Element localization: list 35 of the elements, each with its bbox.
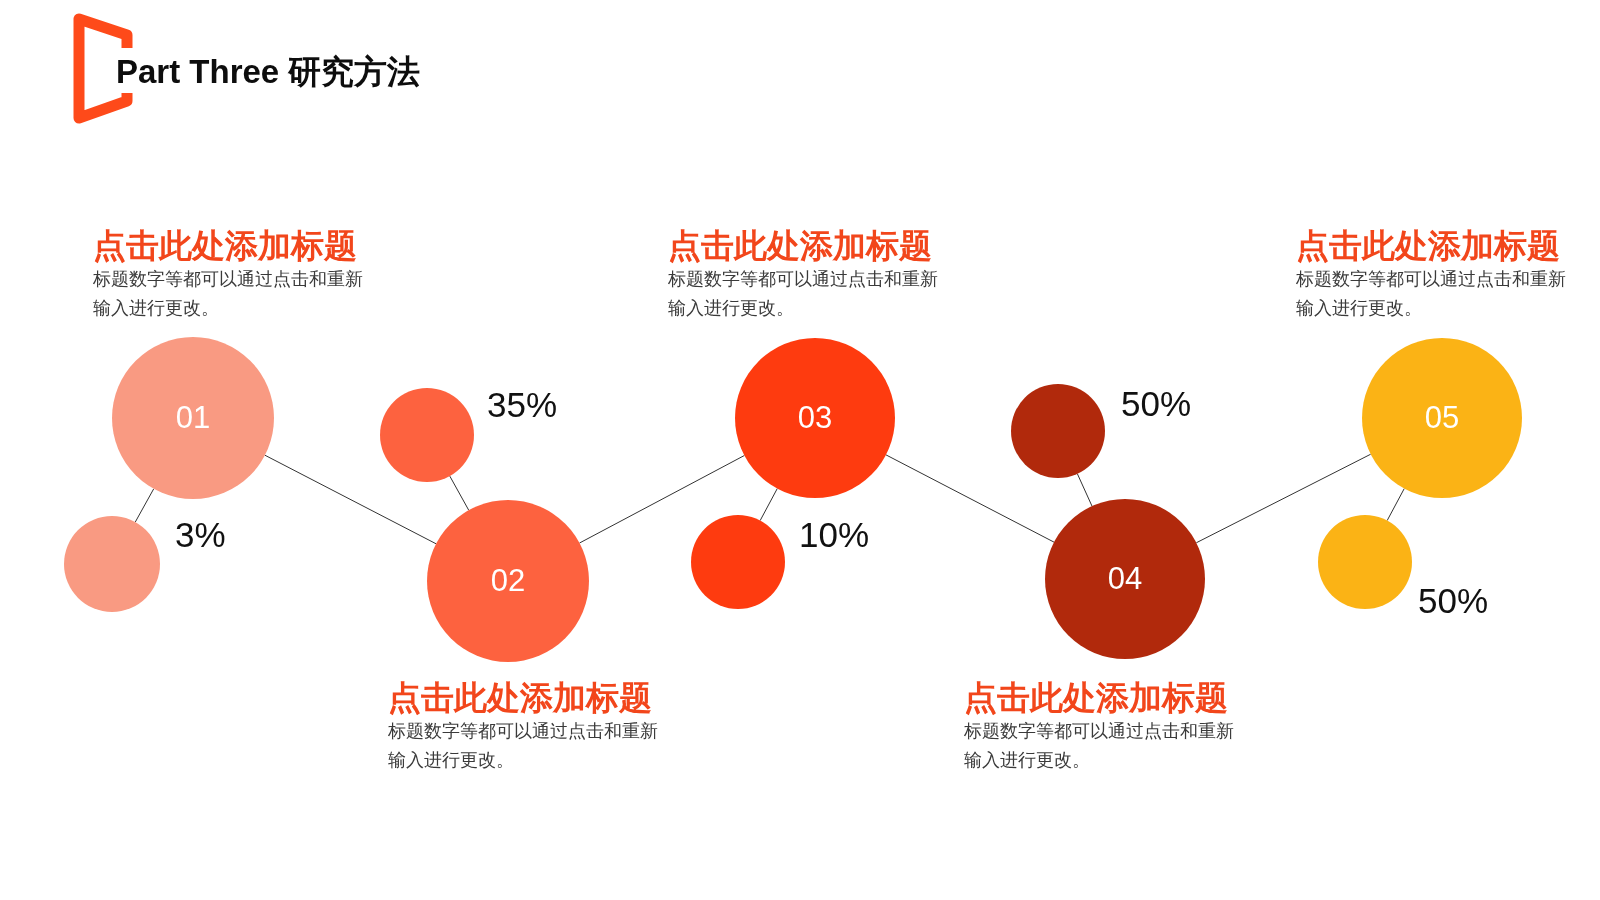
connector-line [885, 454, 1055, 543]
connector-line [1076, 473, 1093, 507]
connector-line [134, 488, 155, 523]
circle [1011, 384, 1105, 478]
percent-label: 50% [1418, 581, 1489, 621]
connector-line [759, 488, 778, 522]
connector-line [449, 475, 470, 511]
description: 标题数字等都可以通过点击和重新输入进行更改。 [1296, 267, 1567, 320]
connector-line [1195, 453, 1372, 544]
circle [1318, 515, 1412, 609]
connector-line [579, 455, 745, 544]
circle [380, 388, 474, 482]
description: 标题数字等都可以通过点击和重新输入进行更改。 [93, 267, 364, 320]
heading: 点击此处添加标题 [1296, 226, 1560, 266]
description: 标题数字等都可以通过点击和重新输入进行更改。 [388, 719, 659, 772]
heading: 点击此处添加标题 [388, 678, 652, 718]
heading: 点击此处添加标题 [93, 226, 357, 266]
percent-label: 3% [175, 515, 226, 555]
number-circle: 03 [735, 338, 895, 498]
connector-line [1386, 488, 1405, 522]
number-circle: 04 [1045, 499, 1205, 659]
number-circle: 05 [1362, 338, 1522, 498]
description: 标题数字等都可以通过点击和重新输入进行更改。 [668, 267, 939, 320]
heading: 点击此处添加标题 [668, 226, 932, 266]
heading: 点击此处添加标题 [964, 678, 1228, 718]
number-circle: 02 [427, 500, 589, 662]
number-circle: 01 [112, 337, 274, 499]
percent-label: 50% [1121, 384, 1192, 424]
circle [64, 516, 160, 612]
connector-line [264, 454, 437, 545]
percent-label: 35% [487, 385, 558, 425]
percent-label: 10% [799, 515, 870, 555]
description: 标题数字等都可以通过点击和重新输入进行更改。 [964, 719, 1235, 772]
circle [691, 515, 785, 609]
title: Part Three 研究方法 [116, 52, 421, 92]
